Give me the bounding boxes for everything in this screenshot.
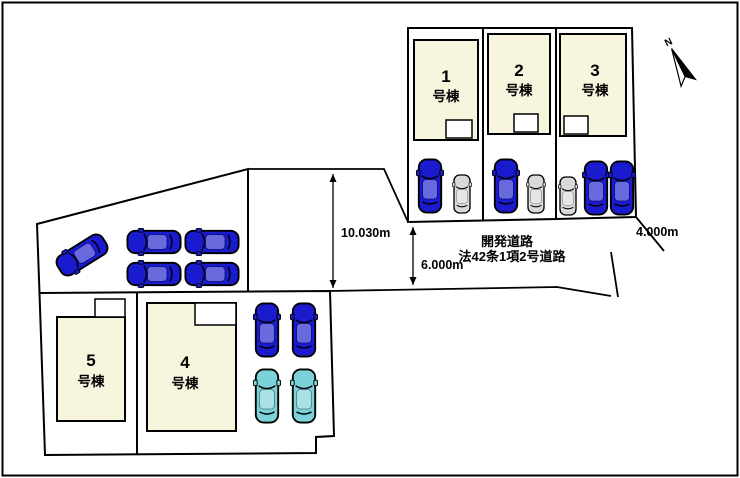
building-3-porch (563, 115, 589, 135)
car-blue (126, 260, 182, 288)
building-4: 4 号棟 (146, 302, 237, 432)
building-1-label-suffix: 号棟 (433, 88, 460, 104)
building-2-porch (513, 113, 539, 133)
compass-needle-icon (671, 48, 698, 81)
car-blue (492, 158, 520, 214)
dimension-label-4000: 4.000m (636, 225, 678, 239)
dimension-road-center: 6.000m (409, 227, 463, 285)
road-law-label: 法42条1項2号道路 (459, 249, 567, 264)
building-4-label-number: 4 (180, 353, 190, 372)
road-edge-branch-left (610, 251, 619, 298)
road-edges (248, 168, 665, 298)
building-2: 2 号棟 (487, 33, 551, 135)
dimension-label-6000: 6.000m (421, 258, 463, 272)
car-blue (126, 228, 182, 256)
building-5-label-number: 5 (86, 351, 95, 370)
car-blue (416, 158, 444, 214)
car-blue (582, 160, 610, 216)
car-blue (184, 228, 240, 256)
dimension-road-left: 10.030m (329, 174, 390, 288)
car-gray (452, 174, 472, 214)
building-1: 1 号棟 (413, 39, 479, 141)
building-5-porch (94, 298, 126, 318)
building-5-label-suffix: 号棟 (78, 373, 105, 389)
dimension-label-10030: 10.030m (341, 226, 390, 240)
car-teal (253, 368, 281, 424)
building-2-label-suffix: 号棟 (506, 82, 534, 98)
car-blue (184, 260, 240, 288)
building-4-porch (194, 302, 237, 326)
car-blue (608, 160, 636, 216)
building-1-porch (445, 119, 473, 139)
road-name-label: 開発道路 (481, 234, 534, 249)
car-gray (558, 176, 578, 216)
building-1-label-number: 1 (441, 67, 450, 86)
car-blue (290, 302, 318, 358)
building-4-label-suffix: 号棟 (172, 375, 199, 391)
dimension-road-right: 4.000m (636, 225, 678, 239)
buildings: 1 号棟 2 号棟 3 号棟 4 号棟 5 号棟 (56, 33, 627, 432)
road-edge-top (248, 168, 409, 223)
building-3: 3 号棟 (559, 33, 627, 137)
building-5-footprint (56, 316, 126, 422)
car-blue (253, 302, 281, 358)
building-2-label-number: 2 (514, 61, 523, 80)
road-edge-branch-right (635, 216, 665, 252)
north-label: N (663, 36, 674, 49)
road-edge-bottom (329, 286, 612, 297)
building-5: 5 号棟 (56, 298, 126, 422)
building-3-label-suffix: 号棟 (582, 82, 610, 98)
car-teal (290, 368, 318, 424)
building-3-label-number: 3 (590, 61, 599, 80)
north-compass: N (663, 36, 698, 89)
car-gray (526, 174, 546, 214)
